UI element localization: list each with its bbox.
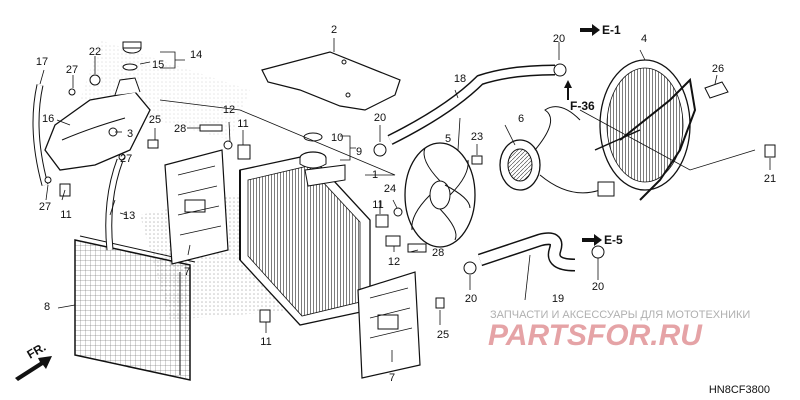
- callout-12a: 12: [223, 104, 235, 116]
- callout-7a: 7: [184, 266, 190, 278]
- radiator-cap: [299, 132, 327, 169]
- callout-20a: 20: [374, 112, 386, 124]
- callout-6: 6: [518, 113, 524, 125]
- callout-18: 18: [454, 73, 466, 85]
- radiator-cover: [261, 51, 401, 111]
- callout-14: 14: [190, 49, 202, 61]
- callout-15: 15: [152, 59, 164, 71]
- fan-shroud: [594, 59, 697, 201]
- ref-e1: E-1: [602, 23, 621, 37]
- callout-11b: 11: [237, 118, 248, 130]
- callout-25a: 25: [149, 114, 161, 126]
- callout-23: 23: [471, 131, 483, 143]
- callout-3: 3: [127, 128, 133, 140]
- callout-17: 17: [36, 56, 48, 68]
- callout-20b: 20: [465, 293, 477, 305]
- hoses-left: [32, 84, 124, 251]
- callout-20c: 20: [592, 281, 604, 293]
- watermark-brand: PARTSFOR.RU: [488, 319, 703, 352]
- diagram-code: HN8CF3800: [709, 384, 770, 396]
- callout-7b: 7: [389, 372, 395, 384]
- callout-27a: 27: [66, 64, 78, 76]
- callout-19: 19: [552, 293, 564, 305]
- reserve-tank-cap: [122, 41, 142, 71]
- reference-arrows: [564, 24, 602, 246]
- fasteners: [44, 63, 776, 323]
- callout-20d: 20: [553, 33, 565, 45]
- wire-clip: [704, 81, 729, 99]
- callout-4: 4: [641, 33, 647, 45]
- callout-8: 8: [44, 301, 50, 313]
- fan-motor: [499, 106, 615, 197]
- callout-5: 5: [445, 133, 451, 145]
- lower-hose: [477, 232, 576, 272]
- callout-24: 24: [384, 183, 396, 195]
- callout-11c: 11: [260, 336, 271, 348]
- callout-28a: 28: [174, 123, 186, 135]
- ref-e5: E-5: [604, 233, 623, 247]
- leader-lines: [39, 38, 771, 362]
- callout-1: 1: [372, 169, 378, 181]
- callout-12b: 12: [388, 256, 400, 268]
- callout-28b: 28: [432, 247, 444, 259]
- callout-13: 13: [123, 210, 135, 222]
- ref-f36: F-36: [570, 99, 595, 113]
- callout-11d: 11: [372, 199, 383, 211]
- callout-21: 21: [764, 173, 776, 185]
- watermark-caption: ЗАПЧАСТИ И АКСЕССУАРЫ ДЛЯ МОТОТЕХНИКИ: [490, 309, 750, 321]
- side-bracket-right: [357, 271, 421, 379]
- callout-27c: 27: [39, 201, 51, 213]
- callout-27b: 27: [120, 153, 132, 165]
- callout-9: 9: [356, 146, 362, 158]
- reserve-tank: [44, 77, 151, 171]
- callout-22: 22: [89, 46, 101, 58]
- callout-labels: 2 14 15 22 17 27 16 3 27 27 11 13 25 28 …: [36, 24, 776, 384]
- callout-10: 10: [331, 132, 343, 144]
- callout-16: 16: [42, 113, 54, 125]
- callout-25b: 25: [437, 329, 449, 341]
- side-bracket-left: [164, 149, 229, 265]
- front-direction-arrow: [15, 356, 52, 381]
- callout-2: 2: [331, 24, 337, 36]
- callout-11a: 11: [60, 209, 71, 221]
- upper-hose: [387, 64, 556, 145]
- radiator: [239, 154, 371, 326]
- callout-26: 26: [712, 63, 724, 75]
- cooling-fan: [404, 142, 476, 248]
